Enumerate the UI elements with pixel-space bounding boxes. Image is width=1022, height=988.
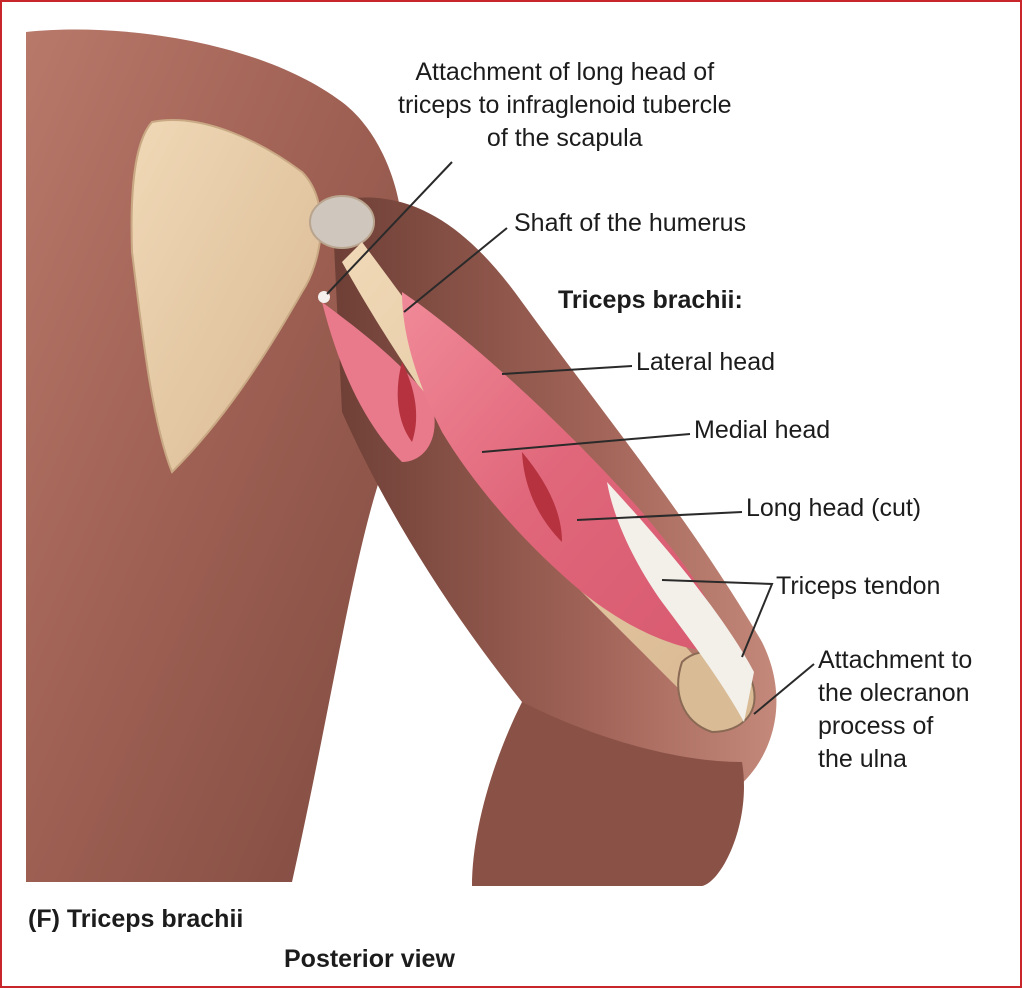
label-medial-head: Medial head [694,414,830,447]
view-caption: Posterior view [284,945,455,974]
label-triceps-heading: Triceps brachii: [558,284,743,317]
label-attachment-olecranon: Attachment to the olecranon process of t… [818,644,972,776]
label-attachment-long-head: Attachment of long head of triceps to in… [398,56,732,155]
humerus-head [310,196,374,248]
label-triceps-tendon: Triceps tendon [776,570,940,603]
label-long-head-cut: Long head (cut) [746,492,921,525]
label-shaft-humerus: Shaft of the humerus [514,207,746,240]
label-lateral-head: Lateral head [636,346,775,379]
figure-caption: (F) Triceps brachii [28,905,243,934]
